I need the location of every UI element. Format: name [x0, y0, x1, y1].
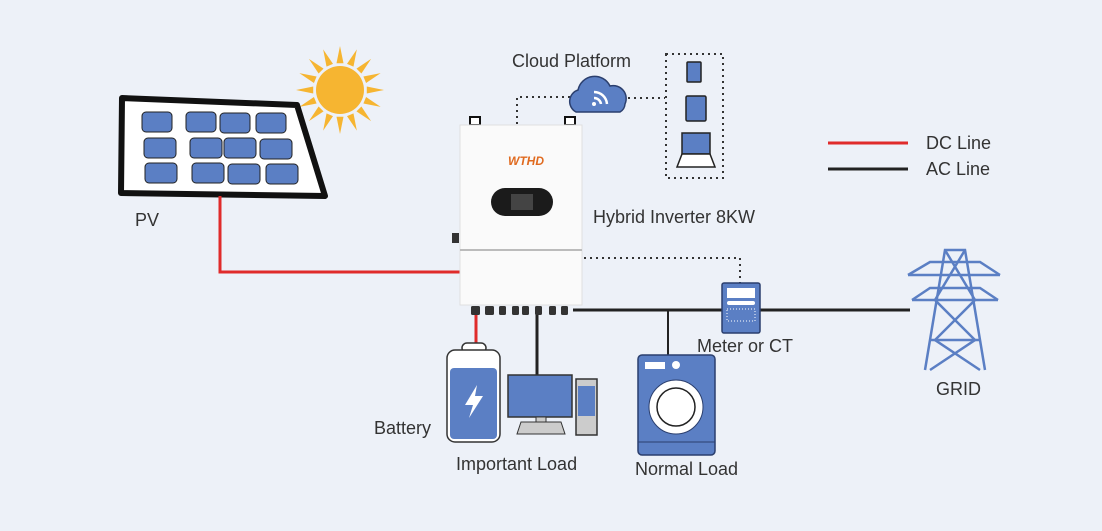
sun-ray [323, 113, 333, 131]
battery-icon [446, 342, 501, 443]
grid-tower-icon [907, 248, 1001, 372]
inverter-port [522, 306, 529, 315]
computer-icon [507, 374, 598, 436]
cloud-wifi-icon [568, 75, 627, 113]
legend-dc-line: DC Line [926, 133, 991, 153]
hybrid-inverter [452, 116, 583, 315]
dc-line-pv [218, 196, 462, 274]
comm-line-cloud [516, 96, 572, 124]
legend-ac-line: AC Line [926, 159, 990, 179]
inverter-port [549, 306, 556, 315]
comm-line-meter [584, 257, 741, 284]
inverter-logo: WTHD [508, 154, 544, 168]
battery-label: Battery [374, 418, 431, 438]
inverter-port [512, 306, 519, 315]
pv-cell [227, 163, 261, 185]
inverter-port [499, 306, 506, 315]
inverter-port [471, 306, 480, 315]
pv-cell [255, 112, 287, 134]
pv-cell [265, 163, 299, 185]
inverter-port [535, 306, 542, 315]
sun-ray [356, 58, 372, 74]
sun-ray [336, 46, 344, 64]
pv-panel-icon [118, 95, 328, 199]
tablet-icon [685, 95, 707, 122]
inverter-port [485, 306, 494, 315]
sun-ray [347, 113, 357, 131]
pv-cell [143, 137, 177, 159]
sun-ray [347, 49, 357, 67]
sun-ray [308, 58, 324, 74]
pv-cell [141, 111, 173, 133]
grid-label: GRID [936, 379, 981, 399]
devices-box [665, 53, 724, 179]
sun-ray [296, 86, 314, 94]
inverter-port [561, 306, 568, 315]
sun-ray [363, 73, 381, 83]
pv-cell [223, 137, 257, 159]
pv-cell [144, 162, 178, 184]
legend: DC Line AC Line [828, 133, 991, 179]
sun-ray [363, 97, 381, 107]
inverter-label: Hybrid Inverter 8KW [593, 207, 755, 227]
washing-machine-icon [637, 354, 716, 456]
pv-cell [259, 138, 293, 160]
sun-icon [296, 46, 384, 134]
pv-label: PV [135, 210, 159, 230]
pv-cell [219, 112, 251, 134]
pv-cell [189, 137, 223, 159]
phone-icon [686, 61, 702, 83]
normal-load-label: Normal Load [635, 459, 738, 479]
sun-ray [299, 97, 317, 107]
sun-ray [308, 106, 324, 122]
sun-ray [366, 86, 384, 94]
pv-cell [185, 111, 217, 133]
pv-cell [191, 162, 225, 184]
important-load-label: Important Load [456, 454, 577, 474]
meter-icon [721, 282, 761, 334]
laptop-icon [675, 132, 717, 168]
sun-ray [356, 106, 372, 122]
meter-label: Meter or CT [697, 336, 793, 356]
sun-ray [323, 49, 333, 67]
cloud-platform-label: Cloud Platform [512, 51, 631, 71]
sun-ray [299, 73, 317, 83]
sun-ray [336, 116, 344, 134]
